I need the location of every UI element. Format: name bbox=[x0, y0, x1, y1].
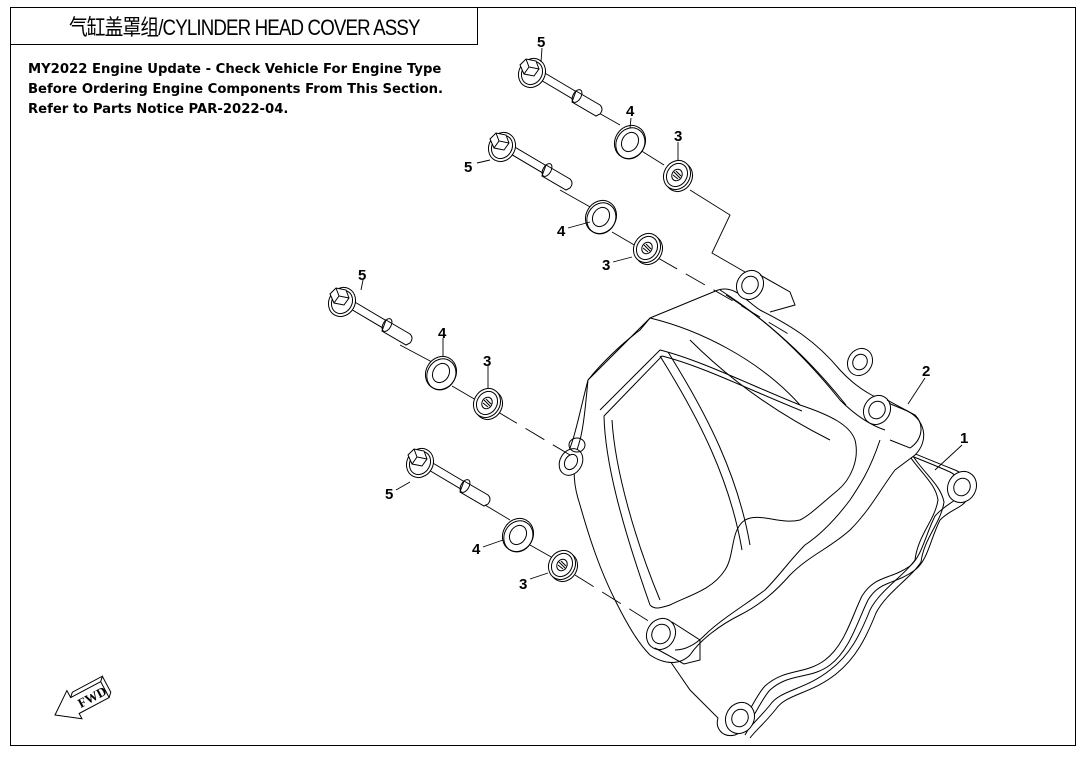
page-title: 气缸盖罩组/CYLINDER HEAD COVER ASSY bbox=[68, 15, 421, 40]
gasket bbox=[667, 347, 978, 739]
flange-bolt-icon bbox=[322, 282, 413, 346]
callout-4: 4 bbox=[557, 223, 566, 240]
title-box: 气缸盖罩组/CYLINDER HEAD COVER ASSY bbox=[10, 7, 478, 45]
grommet-icon bbox=[467, 383, 509, 425]
grommet-icon bbox=[627, 228, 669, 270]
leader-lines bbox=[360, 47, 963, 580]
flange-bolt-icon bbox=[400, 443, 491, 507]
callout-1: 1 bbox=[960, 430, 968, 447]
callout-3: 3 bbox=[602, 257, 610, 274]
callout-5: 5 bbox=[464, 159, 472, 176]
fastener-set-b bbox=[482, 127, 791, 336]
fastener-set-d bbox=[400, 443, 656, 626]
callout-4: 4 bbox=[626, 103, 635, 120]
callout-3: 3 bbox=[674, 128, 682, 145]
washer-icon bbox=[496, 512, 540, 558]
notice-line: MY2022 Engine Update - Check Vehicle For… bbox=[28, 62, 442, 77]
callout-2: 2 bbox=[922, 363, 930, 380]
callouts: 5 4 3 5 4 3 5 4 3 5 4 3 2 1 bbox=[358, 34, 968, 593]
callout-5: 5 bbox=[358, 267, 366, 284]
fastener-set-a bbox=[512, 53, 746, 273]
fastener-set-c bbox=[322, 282, 571, 456]
grommet-icon bbox=[542, 545, 584, 587]
drawing-frame bbox=[10, 7, 1076, 746]
flange-bolt-icon bbox=[482, 127, 573, 191]
washer-icon bbox=[579, 194, 623, 240]
callout-5: 5 bbox=[537, 34, 545, 51]
engine-update-notice: MY2022 Engine Update - Check Vehicle For… bbox=[28, 60, 443, 120]
cylinder-head-cover bbox=[558, 269, 925, 665]
notice-line: Before Ordering Engine Components From T… bbox=[28, 82, 444, 97]
flange-bolt-icon bbox=[512, 53, 603, 117]
callout-4: 4 bbox=[472, 541, 481, 558]
callout-4: 4 bbox=[438, 325, 447, 342]
callout-3: 3 bbox=[519, 576, 527, 593]
grommet-icon bbox=[657, 155, 699, 197]
callout-3: 3 bbox=[483, 353, 491, 370]
forward-direction-arrow: FWD bbox=[54, 675, 112, 720]
notice-line: Refer to Parts Notice PAR-2022-04. bbox=[28, 102, 289, 117]
callout-5: 5 bbox=[385, 486, 393, 503]
